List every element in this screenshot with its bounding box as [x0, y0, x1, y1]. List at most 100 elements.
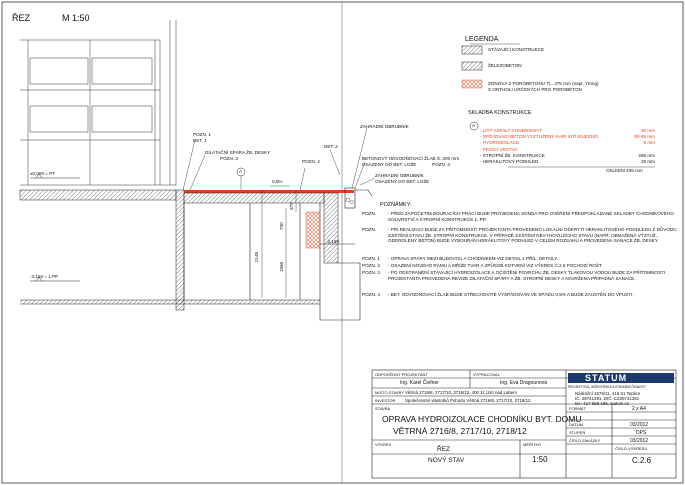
tb-drawing-label: VÝKRES	[375, 442, 392, 447]
basement-ceiling-left	[19, 189, 177, 201]
legend-item-existing: STÁVAJÍCÍ KONSTRUKCE	[488, 47, 545, 52]
legend-swatch-rc	[461, 61, 483, 71]
notes-title: POZNÁMKY:	[380, 202, 412, 208]
label-drain-channel: BETONOVÝ ODVODŇOVACÍ ŽLAB Š. 200 mm	[362, 156, 460, 161]
tb-site-label: MÍSTO STAVBY	[375, 390, 404, 395]
note-key: POZN. 4	[362, 292, 380, 297]
existing-wall	[175, 189, 185, 311]
label-pozn2: POZN. 2	[302, 159, 320, 164]
section-marker-a: A	[239, 169, 243, 174]
composition-layer-name: - HERAKLITOVÝ PODHLED	[480, 159, 539, 164]
note-key: POZN.	[362, 227, 377, 232]
label-pozn1: POZN. 1	[193, 132, 211, 137]
tb-sheet: C.2.6	[632, 456, 652, 465]
composition-layer-name: - LITÝ ASFALT CHODNÍKOVÝ	[480, 128, 543, 133]
label-garden-curb-1: ZAHRADNÍ OBRUBNÍK	[360, 124, 409, 129]
company-address-2: IČ: 28741391, DIČ: CZ28741391	[575, 396, 640, 401]
note-text: - OPRAVA SPÁRY MEZI BUDOVOU A CHODNÍKEM …	[388, 256, 558, 261]
porobeton-wall	[305, 211, 321, 249]
note-text: - PŘED ZAPOČETÍM BOURACÍCH PRACÍ BUDE PR…	[388, 211, 674, 222]
tb-stage-label: STUPEŇ	[569, 430, 586, 435]
tb-format-label: FORMÁT	[569, 406, 586, 411]
composition-layer-thickness: 5 mm	[643, 140, 655, 146]
tb-investor-label: INVESTOR	[375, 398, 396, 403]
composition-title: SKLADBA KONSTRUKCE	[468, 110, 532, 116]
note-text: - BET. ODVODŇOVACÍ ŽLAB BUDE STŘECHOVITÉ…	[388, 292, 634, 297]
composition-layer-name: - PEČÍCÍ VRSTVA	[480, 146, 518, 152]
composition-layer-thickness: 25 mm	[640, 159, 655, 164]
tb-author-label: ODPOVĚDNÝ PROJEKTANT	[375, 372, 428, 377]
dim-375: 375	[289, 202, 294, 210]
company-logo-bar	[568, 373, 674, 383]
rc-slab	[183, 192, 325, 204]
tb-date: 03/2012	[630, 422, 649, 428]
tb-order: 03/2012	[630, 438, 649, 444]
tb-scale-label: MĚŘÍTKO	[523, 442, 542, 447]
elevation-top: ±0,000 = PT	[30, 171, 56, 176]
label-garden-curb-2: ZAHRADNÍ OBRUBNÍK	[375, 173, 424, 178]
note-text: - PŘI REALIZACI BUDE ZA PŘÍTOMNOSTI PROJ…	[388, 227, 677, 244]
elevation-right: -2,150	[326, 239, 340, 244]
tb-drawing-line2: NOVÝ STAV	[428, 457, 465, 464]
note-text: - OSAZENÍ NOVÉHO RÁMU A MŘÍŽE TVAR A ZPŮ…	[388, 263, 602, 268]
legend-swatch-existing	[461, 45, 483, 55]
composition-layer-thickness: 80-55 mm	[634, 134, 655, 140]
note-key: POZN. 3	[362, 270, 380, 275]
legend-item-porobeton-note: S ONTHOLI URČENÝCH PRO POROBETON	[488, 87, 582, 92]
note-text: - PO ODSTRANĚNÍ STÁVAJÍCÍ HYDROIZOLACE A…	[388, 270, 666, 281]
elevation-markers	[30, 173, 355, 282]
tb-order-label: ČÍSLO ZAKÁZKY	[569, 438, 601, 443]
dim-2145: 2145	[254, 251, 259, 262]
company-address-1: Nádražní 1579/11, 415 01 Teplice	[575, 391, 641, 396]
building-facade	[20, 20, 177, 186]
label-dilatation: DILATAČNÍ SPÁRA ŽB. DESKY	[205, 150, 271, 155]
section-scale: M 1:50	[62, 13, 90, 23]
slope-label: 0,5%	[272, 179, 283, 184]
footing	[319, 262, 361, 321]
tb-drawn: Ing. Eva Dragounová	[500, 380, 547, 386]
hydroisolation-layer	[184, 190, 354, 193]
note-key: POZN. 2	[362, 263, 380, 268]
tb-site: Větrná 2716/8, 2717/10, 2718/12, 400 11 …	[405, 390, 517, 395]
ground-line	[355, 189, 373, 197]
tb-scale: 1:50	[532, 455, 548, 464]
tb-investor: Společenství vlastníků Pohodu Větrná 271…	[405, 398, 531, 403]
composition-total: CELKEM 405 mm	[606, 168, 643, 173]
label-det2: DET. 2	[324, 144, 338, 149]
label-pozn4: POZN. 4	[432, 162, 450, 167]
tb-project-line1: OPRAVA HYDROIZOLACE CHODNÍKU BYT. DOMU	[382, 414, 582, 424]
composition-layer-name: - HYDROIZOLACE	[480, 140, 520, 146]
company-tagline: PROJEKTOVÁ, INŽENÝRSKÁ A STAVEBNÍ ČINNOS…	[568, 385, 646, 389]
composition-layer-thickness: 265 mm	[638, 152, 655, 158]
tb-drawn-label: VYPRACOVAL	[473, 372, 500, 377]
basement-floor	[20, 300, 320, 304]
label-concrete-bed-2: OSAZENÝ DO BET. LOŽE	[375, 179, 430, 184]
legend-item-rc: ŽELEZOBETON	[488, 63, 522, 68]
drain-channel	[344, 187, 356, 209]
elevation-bottom: -3,150 = 1.PP	[30, 274, 59, 279]
tb-drawing-line1: ŘEZ	[437, 446, 450, 453]
label-concrete-bed-1: OSAZENÝ DO BET. LOŽE	[362, 162, 417, 167]
leader-lines	[182, 127, 376, 191]
tb-sheet-label: ČÍSLO VÝKRESU	[615, 446, 648, 451]
dim-730: 730	[279, 222, 284, 230]
legend-swatch-porobeton	[461, 79, 483, 89]
tb-project-label: STAVBA	[375, 406, 391, 411]
composition-layer-name: - STROPNÍ ŽB. KONSTRUKCE	[480, 152, 545, 158]
tb-date-label: DATUM	[569, 422, 583, 427]
composition-layer-name: - SPOJOVACÍ BETON VYZTUŽENÝ KARI SITÍ 6/…	[480, 134, 598, 140]
composition-layer-thickness: 30 mm	[640, 128, 655, 133]
composition-marker-a-circle	[469, 121, 479, 131]
note-key: POZN. 1	[362, 256, 380, 261]
legend-title: LEGENDA	[465, 36, 499, 43]
composition-marker: A	[472, 123, 476, 128]
note-key: POZN.	[362, 211, 377, 216]
retaining-wall	[323, 192, 339, 264]
section-title: ŘEZ	[12, 13, 30, 23]
tb-project-line2: VĚTRNÁ 2716/8, 2717/10, 2718/12	[393, 426, 527, 436]
tb-format: 2 x A4	[632, 406, 646, 412]
tb-stage: DPS	[636, 430, 647, 436]
